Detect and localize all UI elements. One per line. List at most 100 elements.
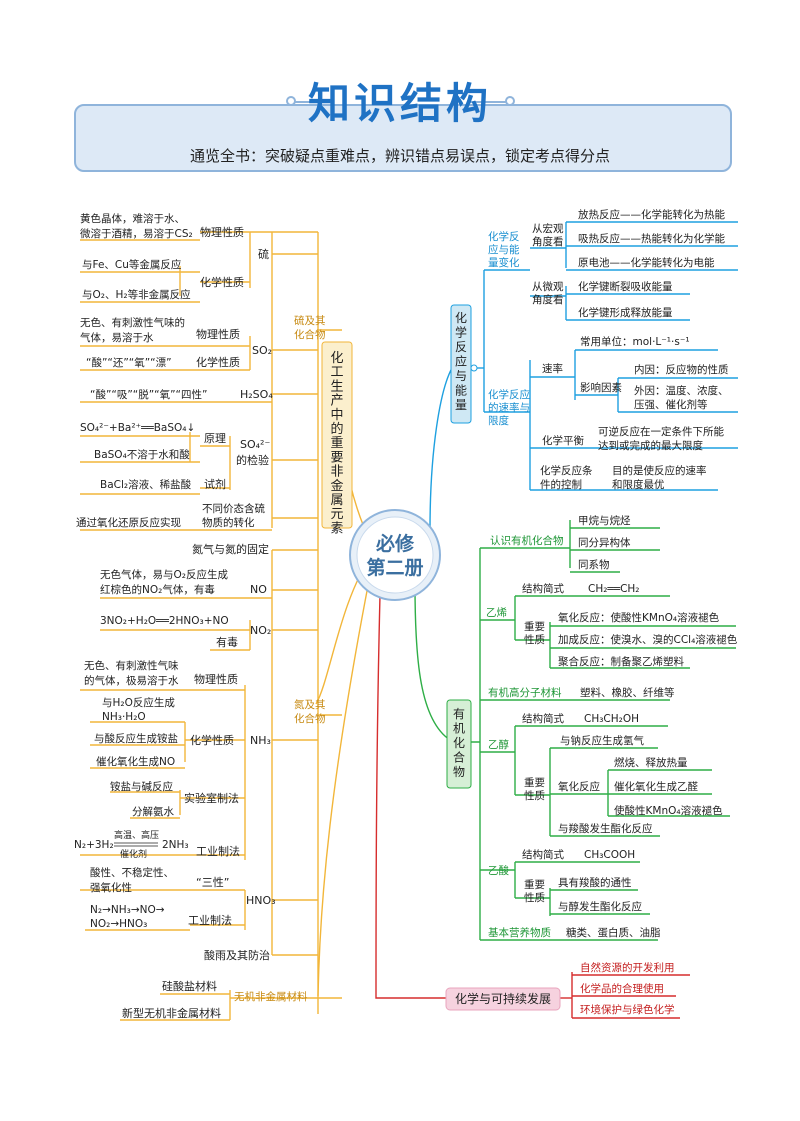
nh3-physical-desc2: 的气体，极易溶于水	[84, 674, 179, 687]
energy-change-label: 化学反	[488, 230, 520, 243]
sulfur-physical-desc1: 黄色晶体，难溶于水、	[80, 212, 185, 225]
page-title: 知识结构	[307, 79, 492, 128]
ethylene-structure-label: 结构简式	[522, 582, 564, 595]
energy-connector	[470, 364, 478, 372]
nh3-node: NH₃	[250, 734, 271, 747]
ethylene-prop: 聚合反应：制备聚乙烯塑料	[558, 655, 684, 668]
center-line2: 第二册	[366, 556, 423, 579]
energy-main-label-char: 反	[455, 340, 467, 354]
ethylene-props-label: 重要	[524, 620, 545, 633]
page-subtitle: 通览全书：突破疑点重难点，辨识错点易误点，锁定考点得分点	[189, 147, 610, 165]
ethylene-prop: 加成反应：使溴水、溴的CCl₄溶液褪色	[558, 633, 738, 646]
equilibrium-label: 化学平衡	[542, 434, 584, 447]
h2so4-desc: “酸”“吸”“脱”“氧”“四性”	[90, 388, 207, 401]
nonmetal-materials-label: 无机非金属材料	[234, 990, 308, 1003]
sulfate-principle-label: 原理	[204, 432, 226, 445]
micro-label: 从微观	[532, 280, 564, 293]
nh3-physical-label: 物理性质	[194, 672, 238, 686]
ethanol-na: 与钠反应生成氢气	[560, 734, 644, 747]
nitrogen-group-label: 氮及其	[294, 698, 326, 711]
acetic-prop: 具有羧酸的通性	[558, 876, 632, 889]
nh3-chemical-label: 化学性质	[190, 733, 234, 747]
nh3-industrial-label: 工业制法	[196, 844, 240, 858]
header-line-right	[470, 101, 510, 103]
hno3-industrial-label: 工业制法	[188, 913, 232, 927]
sulfur-chemical-label: 化学性质	[200, 275, 244, 289]
left-main-label-char: 金	[330, 478, 343, 494]
hno3-node: HNO₃	[246, 894, 276, 907]
ethanol-oxidation-label: 氧化反应	[558, 780, 600, 793]
nh3-ind-bottom: 催化剂	[120, 848, 147, 860]
know-item: 同系物	[578, 558, 610, 571]
nh3-ind-right: 2NH₃	[162, 839, 189, 851]
no-node: NO	[250, 583, 267, 596]
energy-main-label-char: 能	[455, 384, 467, 398]
know-organic: 认识有机化合物	[490, 534, 564, 547]
polymer-label: 有机高分子材料	[488, 686, 562, 699]
equilibrium-desc: 可逆反应在一定条件下所能	[598, 425, 724, 438]
h2so4-node: H₂SO₄	[240, 388, 273, 401]
left-main-box	[321, 341, 353, 529]
know-item: 甲烷与烷烃	[578, 514, 631, 527]
center-inner	[356, 516, 434, 594]
sulfur-chem1: 与Fe、Cu等金属反应	[82, 258, 182, 271]
silicate-material: 硅酸盐材料	[162, 979, 217, 993]
left-main-label-char: 非	[330, 465, 343, 480]
nitrogen-group-label-2: 化合物	[294, 712, 326, 725]
rate-unit: 常用单位：mol·L⁻¹·s⁻¹	[580, 335, 690, 348]
new-material: 新型无机非金属材料	[122, 1006, 221, 1020]
hno3-three-desc1: 酸性、不稳定性、	[90, 866, 174, 879]
ethanol-label: 乙醇	[488, 738, 509, 751]
control-label: 件的控制	[540, 478, 582, 491]
so2-chem-desc: “酸”“还”“氧”“漂”	[86, 356, 172, 369]
macro-label: 角度看	[532, 235, 564, 248]
energy-branch: 化学反应与能量变化从宏观角度看放热反应——化学能转化为热能吸热反应——热能转化为…	[488, 208, 729, 491]
micro-label: 角度看	[532, 293, 564, 306]
left-main-label-char: 生	[330, 379, 343, 394]
ethanol-acid: 与羧酸发生酯化反应	[558, 822, 653, 835]
micro-item: 化学键形成释放能量	[578, 306, 673, 319]
macro-item: 吸热反应——热能转化为化学能	[578, 232, 725, 245]
nh3-chem3: 催化氧化生成NO	[96, 755, 175, 768]
left-main-label-char: 属	[330, 493, 343, 508]
hno3-ind2: NO₂→HNO₃	[90, 918, 147, 930]
rate-limit-label: 化学反应	[488, 388, 530, 401]
sulfur-node: 硫	[258, 247, 269, 261]
energy-main-label-char: 应	[455, 354, 467, 369]
organic-main-label-char: 化	[453, 736, 465, 750]
so2-physical-label: 物理性质	[196, 327, 240, 341]
macro-label: 从宏观	[532, 222, 564, 235]
acetic-props-label: 重要	[524, 878, 545, 891]
sustain-main-label: 化学与可持续发展	[455, 991, 551, 1006]
know-item: 同分异构体	[578, 536, 631, 549]
hno3-three-desc2: 强氧化性	[90, 881, 132, 894]
ethylene-props-label: 性质	[524, 633, 545, 646]
sulfur-group-label: 硫及其	[294, 314, 326, 327]
hno3-ind1: N₂→NH₃→NO→	[90, 904, 165, 916]
acetic-props-label: 性质	[524, 891, 545, 904]
sustain-item: 自然资源的开发利用	[580, 961, 675, 974]
ethylene-formula: CH₂══CH₂	[588, 583, 640, 595]
header-line-left	[290, 101, 330, 103]
control-label: 化学反应条	[540, 464, 593, 477]
center-line1: 必修	[375, 532, 415, 555]
nutrients-label: 基本营养物质	[488, 926, 551, 939]
internal-factor: 内因：反应物的性质	[634, 363, 729, 376]
conversion-method: 通过氧化还原反应实现	[76, 516, 181, 529]
factors-label: 影响因素	[580, 381, 622, 394]
organic-main-label-char: 机	[453, 722, 465, 736]
acid-rain: 酸雨及其防治	[204, 948, 270, 962]
sulfate-node1: SO₄²⁻	[240, 438, 270, 451]
nh3-ind-left: N₂+3H₂	[74, 839, 114, 851]
energy-change-label: 量变化	[488, 256, 520, 269]
macro-item: 放热反应——化学能转化为热能	[578, 208, 725, 221]
nh3-chem2: 与酸反应生成铵盐	[94, 732, 178, 745]
no2-node: NO₂	[250, 624, 271, 637]
micro-item: 化学键断裂吸收能量	[578, 280, 673, 293]
conversion-desc1: 不同价态含硫	[202, 502, 265, 515]
so2-physical-desc2: 气体，易溶于水	[80, 331, 154, 344]
sulfate-node2: 的检验	[236, 453, 269, 467]
ethanol-formula: CH₃CH₂OH	[584, 713, 639, 725]
